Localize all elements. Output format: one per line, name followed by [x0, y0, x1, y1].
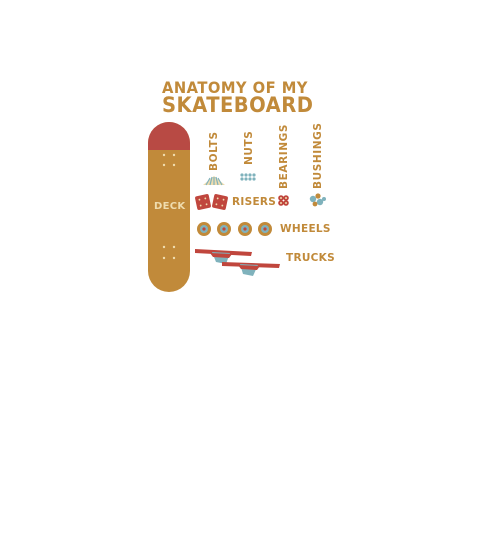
bushings-illustration — [309, 193, 326, 207]
bearings-illustration — [278, 195, 289, 206]
deck-label: DECK — [154, 201, 186, 212]
bolts-illustration — [203, 176, 225, 186]
nuts-label: NUTS — [243, 130, 255, 165]
wheels-label: WHEELS — [280, 223, 331, 235]
title-line-1: ANATOMY OF MY — [162, 78, 308, 97]
bearings-label: BEARINGS — [278, 123, 290, 189]
title-line-2: SKATEBOARD — [162, 93, 314, 117]
trucks-label: TRUCKS — [286, 252, 335, 264]
bolts-label: BOLTS — [208, 131, 220, 171]
risers-label: RISERS — [232, 196, 277, 208]
deck-illustration — [148, 122, 190, 292]
nuts-illustration — [240, 173, 256, 181]
trucks-illustration — [195, 249, 280, 276]
bushings-label: BUSHINGS — [312, 122, 324, 189]
wheels-illustration — [197, 222, 272, 236]
risers-illustration — [195, 194, 228, 210]
